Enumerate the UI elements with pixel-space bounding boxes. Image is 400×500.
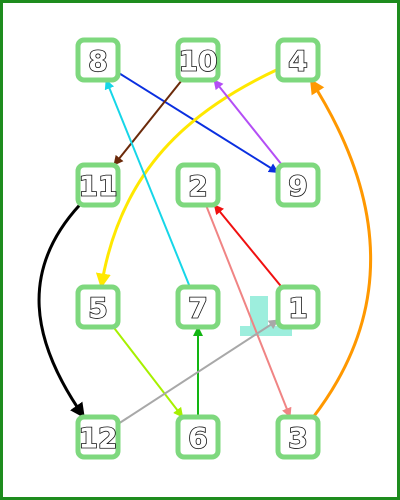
node-2: 2 xyxy=(175,162,221,208)
edge-12-to-1 xyxy=(117,319,279,425)
decoration-shape xyxy=(240,296,292,336)
node-label: 11 xyxy=(79,170,118,203)
edge-3-to-4 xyxy=(309,78,373,418)
node-6: 6 xyxy=(175,414,221,460)
node-label: 5 xyxy=(88,292,107,325)
edge-9-to-10 xyxy=(213,79,283,166)
edge-5-to-6 xyxy=(112,326,184,418)
node-label: 2 xyxy=(188,170,207,203)
edge-1-to-2 xyxy=(213,204,283,288)
node-box xyxy=(75,414,121,460)
node-box xyxy=(75,162,121,208)
node-box xyxy=(175,37,221,83)
node-12: 12 xyxy=(75,414,121,460)
node-box xyxy=(275,37,321,83)
node-label: 8 xyxy=(88,45,107,78)
node-9: 9 xyxy=(275,162,321,208)
edge-2-to-3 xyxy=(205,204,292,418)
node-8: 8 xyxy=(75,37,121,83)
node-box xyxy=(275,414,321,460)
node-box xyxy=(275,162,321,208)
edge-8-to-9 xyxy=(117,71,279,174)
node-label: 10 xyxy=(179,45,218,78)
node-label: 12 xyxy=(79,422,118,455)
edge-11-to-12 xyxy=(37,203,86,419)
edge-10-to-11 xyxy=(113,79,183,166)
node-1: 1 xyxy=(275,284,321,330)
node-box xyxy=(175,284,221,330)
node-box xyxy=(175,414,221,460)
node-label: 7 xyxy=(188,292,207,325)
node-label: 1 xyxy=(288,292,307,325)
edges-layer xyxy=(37,67,373,425)
node-5: 5 xyxy=(75,284,121,330)
node-10: 10 xyxy=(175,37,221,83)
node-4: 4 xyxy=(275,37,321,83)
node-box xyxy=(75,37,121,83)
node-3: 3 xyxy=(275,414,321,460)
node-box xyxy=(175,162,221,208)
node-box xyxy=(275,284,321,330)
node-box xyxy=(75,284,121,330)
node-label: 6 xyxy=(188,422,207,455)
edge-4-to-5 xyxy=(95,67,279,289)
node-label: 4 xyxy=(288,45,307,78)
edge-7-to-8 xyxy=(104,79,191,288)
node-7: 7 xyxy=(175,284,221,330)
node-label: 3 xyxy=(288,422,307,455)
node-label: 9 xyxy=(288,170,307,203)
node-11: 11 xyxy=(75,162,121,208)
